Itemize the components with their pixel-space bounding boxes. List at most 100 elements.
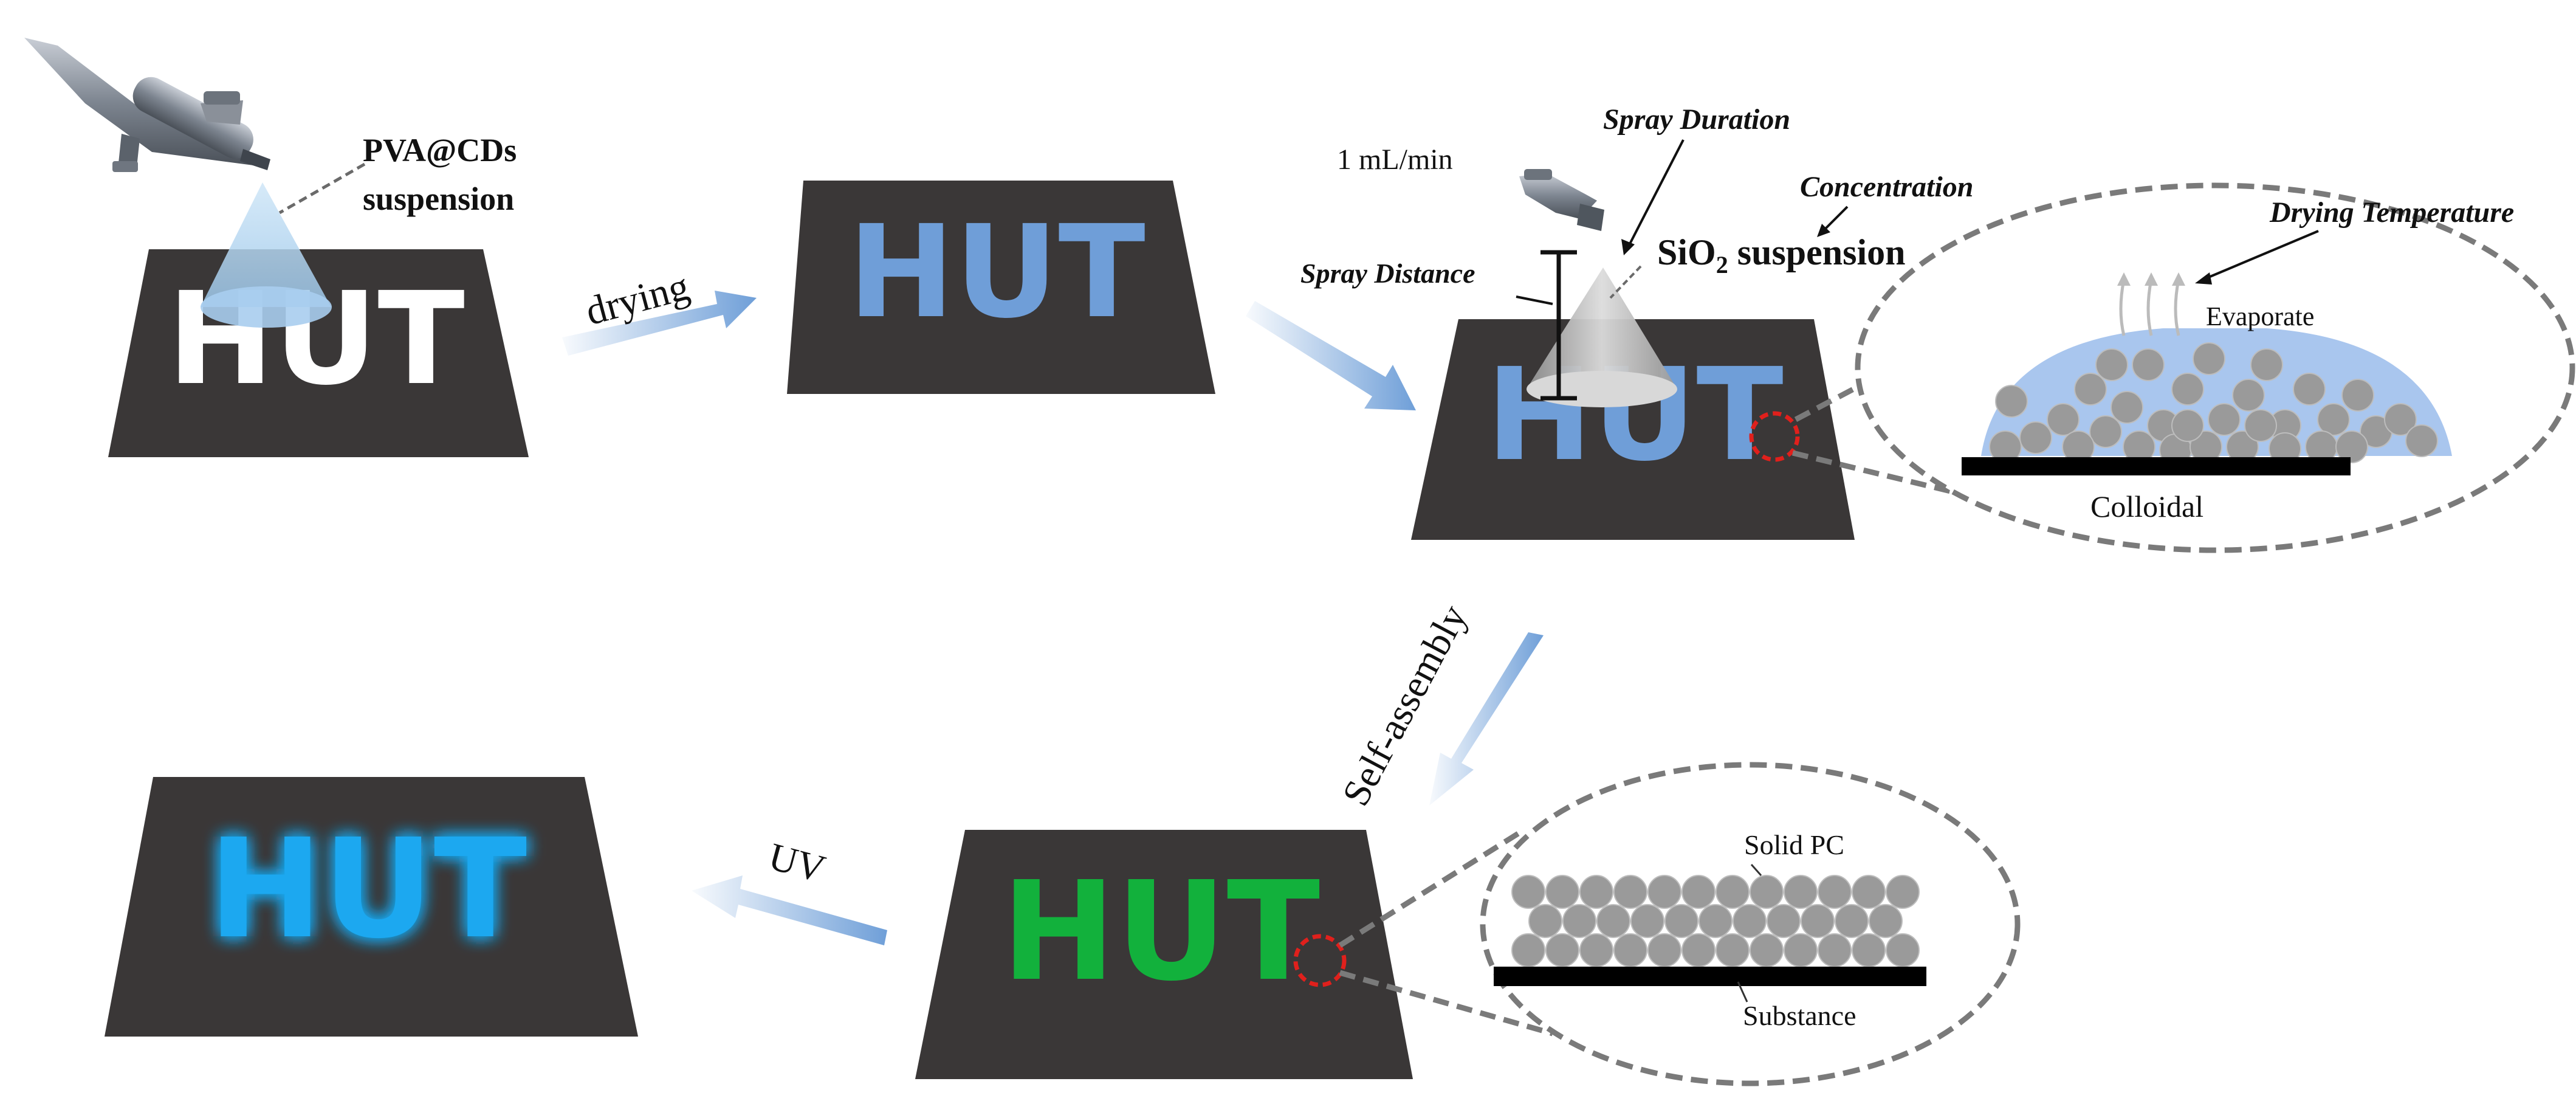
colloid-particle xyxy=(2132,348,2165,381)
evaporate-arrows xyxy=(2117,272,2185,336)
pc-particle xyxy=(1613,875,1647,909)
pc-particle xyxy=(1716,933,1750,967)
pc-particle xyxy=(1511,933,1545,967)
colloid-particle xyxy=(2047,403,2080,436)
sio2-label-prefix: SiO xyxy=(1657,232,1716,272)
colloid-particle xyxy=(2384,403,2417,436)
board-4: HUT xyxy=(915,830,1413,1079)
pc-particles xyxy=(1511,875,1920,967)
pc-particle xyxy=(1750,875,1784,909)
colloid-particle xyxy=(2111,391,2143,424)
uv-label: UV xyxy=(764,835,830,891)
pc-particle xyxy=(1630,904,1664,938)
pc-particle xyxy=(1511,875,1545,909)
flow-rate-label: 1 mL/min xyxy=(1337,143,1453,176)
sio2-label-subscript: 2 xyxy=(1716,251,1728,278)
colloid-particle xyxy=(2250,348,2283,381)
substance-label: Substance xyxy=(1743,1000,1856,1031)
colloid-particle xyxy=(2095,348,2128,381)
zoom-line-2a xyxy=(1338,830,1521,948)
pc-particle xyxy=(1886,933,1920,967)
spray-nozzle-icon xyxy=(1519,169,1604,231)
pc-particle xyxy=(1784,933,1818,967)
board-2: HUT xyxy=(787,181,1215,394)
pc-substrate xyxy=(1494,967,1926,986)
pc-particle xyxy=(1852,875,1886,909)
pc-particle xyxy=(1733,904,1767,938)
colloid-particle xyxy=(2405,424,2438,457)
colloid-particle xyxy=(2171,409,2204,442)
colloid-particle xyxy=(2244,409,2277,442)
zoom-line-2b xyxy=(1339,970,1554,1037)
pc-particle xyxy=(1545,875,1579,909)
arrow-to-board-3 xyxy=(1246,301,1416,410)
colloid-particle xyxy=(2232,379,2265,412)
sio2-leader xyxy=(1609,265,1642,299)
board-1: HUT xyxy=(108,249,529,457)
pc-particle xyxy=(1835,904,1869,938)
zoom-marker-1 xyxy=(1749,411,1800,462)
board-5-text: HUT xyxy=(208,810,527,969)
spray-distance-leader xyxy=(1516,295,1553,305)
colloid-particle xyxy=(2208,403,2241,436)
pva-label-line1: PVA@CDs xyxy=(363,132,517,168)
colloid-particle xyxy=(1995,385,2028,418)
solid-pc-label: Solid PC xyxy=(1744,829,1844,860)
pc-particle xyxy=(1613,933,1647,967)
pc-particle xyxy=(1716,875,1750,909)
solid-pc-leader xyxy=(1750,864,1762,876)
arrow-uv xyxy=(692,875,887,945)
evaporate-label: Evaporate xyxy=(2206,302,2314,331)
pc-particle xyxy=(1647,933,1681,967)
pc-particle xyxy=(1784,875,1818,909)
pc-particle xyxy=(1767,904,1801,938)
pc-particle xyxy=(1596,904,1630,938)
pc-particle xyxy=(1801,904,1835,938)
arrow-self-assembly xyxy=(1429,632,1544,806)
colloidal-label: Colloidal xyxy=(2090,489,2203,523)
colloid-particle xyxy=(2019,421,2052,454)
colloid-particle xyxy=(2074,373,2107,406)
pc-particle xyxy=(1852,933,1886,967)
colloid-particle xyxy=(2193,342,2225,375)
board-3: HUT xyxy=(1411,319,1855,540)
pc-particle xyxy=(1818,933,1852,967)
arrow-drying xyxy=(562,291,757,356)
zoom-marker-2 xyxy=(1293,934,1347,987)
pc-particle xyxy=(1886,875,1920,909)
pva-label-line2: suspension xyxy=(363,181,514,217)
colloid-particles xyxy=(1989,342,2438,466)
colloid-particle xyxy=(2293,373,2326,406)
spray-duration-label: Spray Duration xyxy=(1603,103,1790,136)
spray-distance-label: Spray Distance xyxy=(1300,258,1475,289)
pc-particle xyxy=(1647,875,1681,909)
sio2-label: SiO2 suspension xyxy=(1657,232,1906,278)
pc-particle xyxy=(1579,875,1613,909)
board-2-text: HUT xyxy=(848,198,1145,347)
colloid-particle xyxy=(2089,415,2122,448)
pc-particle xyxy=(1698,904,1733,938)
pc-particle xyxy=(1528,904,1562,938)
colloid-particle xyxy=(2341,379,2374,412)
pc-particle xyxy=(1664,904,1698,938)
colloid-particle xyxy=(2335,430,2368,463)
pc-particle xyxy=(1869,904,1903,938)
substance-leader xyxy=(1737,981,1748,1003)
pc-particle xyxy=(1579,933,1613,967)
airbrush-icon xyxy=(24,38,270,172)
pva-leader xyxy=(278,162,366,215)
drying-temperature-label: Drying Temperature xyxy=(2269,196,2514,229)
pc-particle xyxy=(1750,933,1784,967)
drying-temperature-arrowhead xyxy=(2195,272,2212,285)
concentration-arrowhead xyxy=(1817,224,1830,237)
solid-pc-zoom: Solid PC Substance xyxy=(1480,762,2021,1086)
colloidal-substrate xyxy=(1962,457,2351,475)
colloidal-zoom: Evaporate Colloidal xyxy=(1855,182,2575,553)
pc-particle xyxy=(1562,904,1596,938)
svg-text:SiO2 suspension: SiO2 suspension xyxy=(1657,232,1906,278)
concentration-leader xyxy=(1822,205,1849,232)
spray-duration-leader xyxy=(1627,139,1685,247)
pc-particle xyxy=(1681,875,1716,909)
drying-temperature-leader xyxy=(2202,230,2319,281)
pc-particle xyxy=(1681,933,1716,967)
